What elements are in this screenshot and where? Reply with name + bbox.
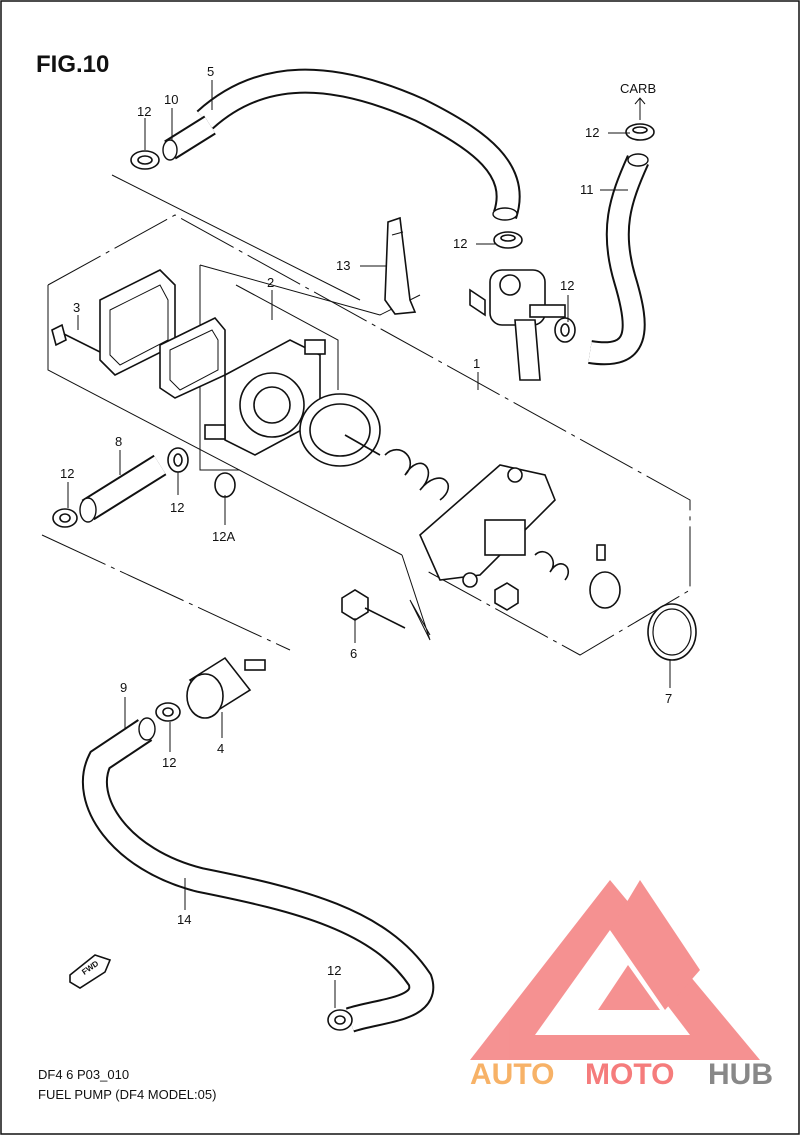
watermark-moto: MOTO	[585, 1058, 674, 1091]
clip-12-filter	[155, 702, 181, 722]
bracket-13	[384, 216, 417, 315]
hose-5	[196, 68, 521, 221]
fuel-filter-4	[186, 656, 266, 719]
nut	[494, 582, 519, 611]
assembly-outline	[41, 174, 691, 656]
callout-12A: 12A	[212, 529, 235, 544]
watermark-logo	[470, 880, 760, 1060]
callout-12-topleft: 12	[137, 104, 151, 119]
callout-8: 8	[115, 434, 122, 449]
footer-caption: FUEL PUMP (DF4 MODEL:05)	[38, 1087, 216, 1102]
callout-11: 11	[580, 182, 594, 197]
callout-3: 3	[73, 300, 80, 315]
hose-11	[588, 153, 649, 366]
spring	[384, 448, 450, 501]
footer-code: DF4 6 P03_010	[38, 1067, 129, 1082]
clip-12-hose8-right	[167, 447, 189, 473]
callout-12-hose8-right: 12	[170, 500, 184, 515]
hose-14	[82, 717, 435, 1033]
pump-cover	[419, 464, 556, 588]
callout-12-carb: 12	[585, 125, 599, 140]
callout-6: 6	[350, 646, 357, 661]
watermark-auto: AUTO	[470, 1058, 554, 1091]
hose-10	[162, 115, 216, 161]
hose-8	[79, 454, 167, 523]
callout-12-valve-side: 12	[560, 278, 574, 293]
check-spring	[534, 544, 621, 609]
clip-12A	[214, 472, 236, 498]
clip-12-valve-top	[493, 231, 523, 249]
clip-12-bottom	[327, 1009, 353, 1031]
callout-14: 14	[177, 912, 191, 927]
callout-5: 5	[207, 64, 214, 79]
callout-12-bottom: 12	[327, 963, 341, 978]
callout-4: 4	[217, 741, 224, 756]
o-ring-7	[647, 603, 697, 661]
callout-2: 2	[267, 275, 274, 290]
clip-12-valve-side	[554, 317, 576, 343]
callout-7: 7	[665, 691, 672, 706]
carb-label: CARB	[620, 81, 656, 96]
clip-12-topleft	[130, 150, 160, 170]
screw-3	[51, 323, 101, 353]
clip-12-hose8-left	[52, 508, 78, 528]
diaphragm	[299, 393, 381, 467]
callout-12-hose8-left: 12	[60, 466, 74, 481]
callout-9: 9	[120, 680, 127, 695]
leader-lines	[67, 80, 671, 1008]
callout-12-filter: 12	[162, 755, 176, 770]
callout-10: 10	[164, 92, 178, 107]
callout-13: 13	[336, 258, 350, 273]
clip-12-carb	[625, 123, 655, 141]
carb-arrow	[634, 97, 646, 120]
callout-1: 1	[473, 356, 480, 371]
fwd-arrow-icon	[69, 954, 112, 989]
callout-12-valve-top: 12	[453, 236, 467, 251]
figure-title: FIG.10	[36, 51, 109, 78]
watermark-hub: HUB	[708, 1058, 773, 1091]
bolt-6	[341, 589, 406, 629]
fuel-valve	[469, 269, 566, 381]
